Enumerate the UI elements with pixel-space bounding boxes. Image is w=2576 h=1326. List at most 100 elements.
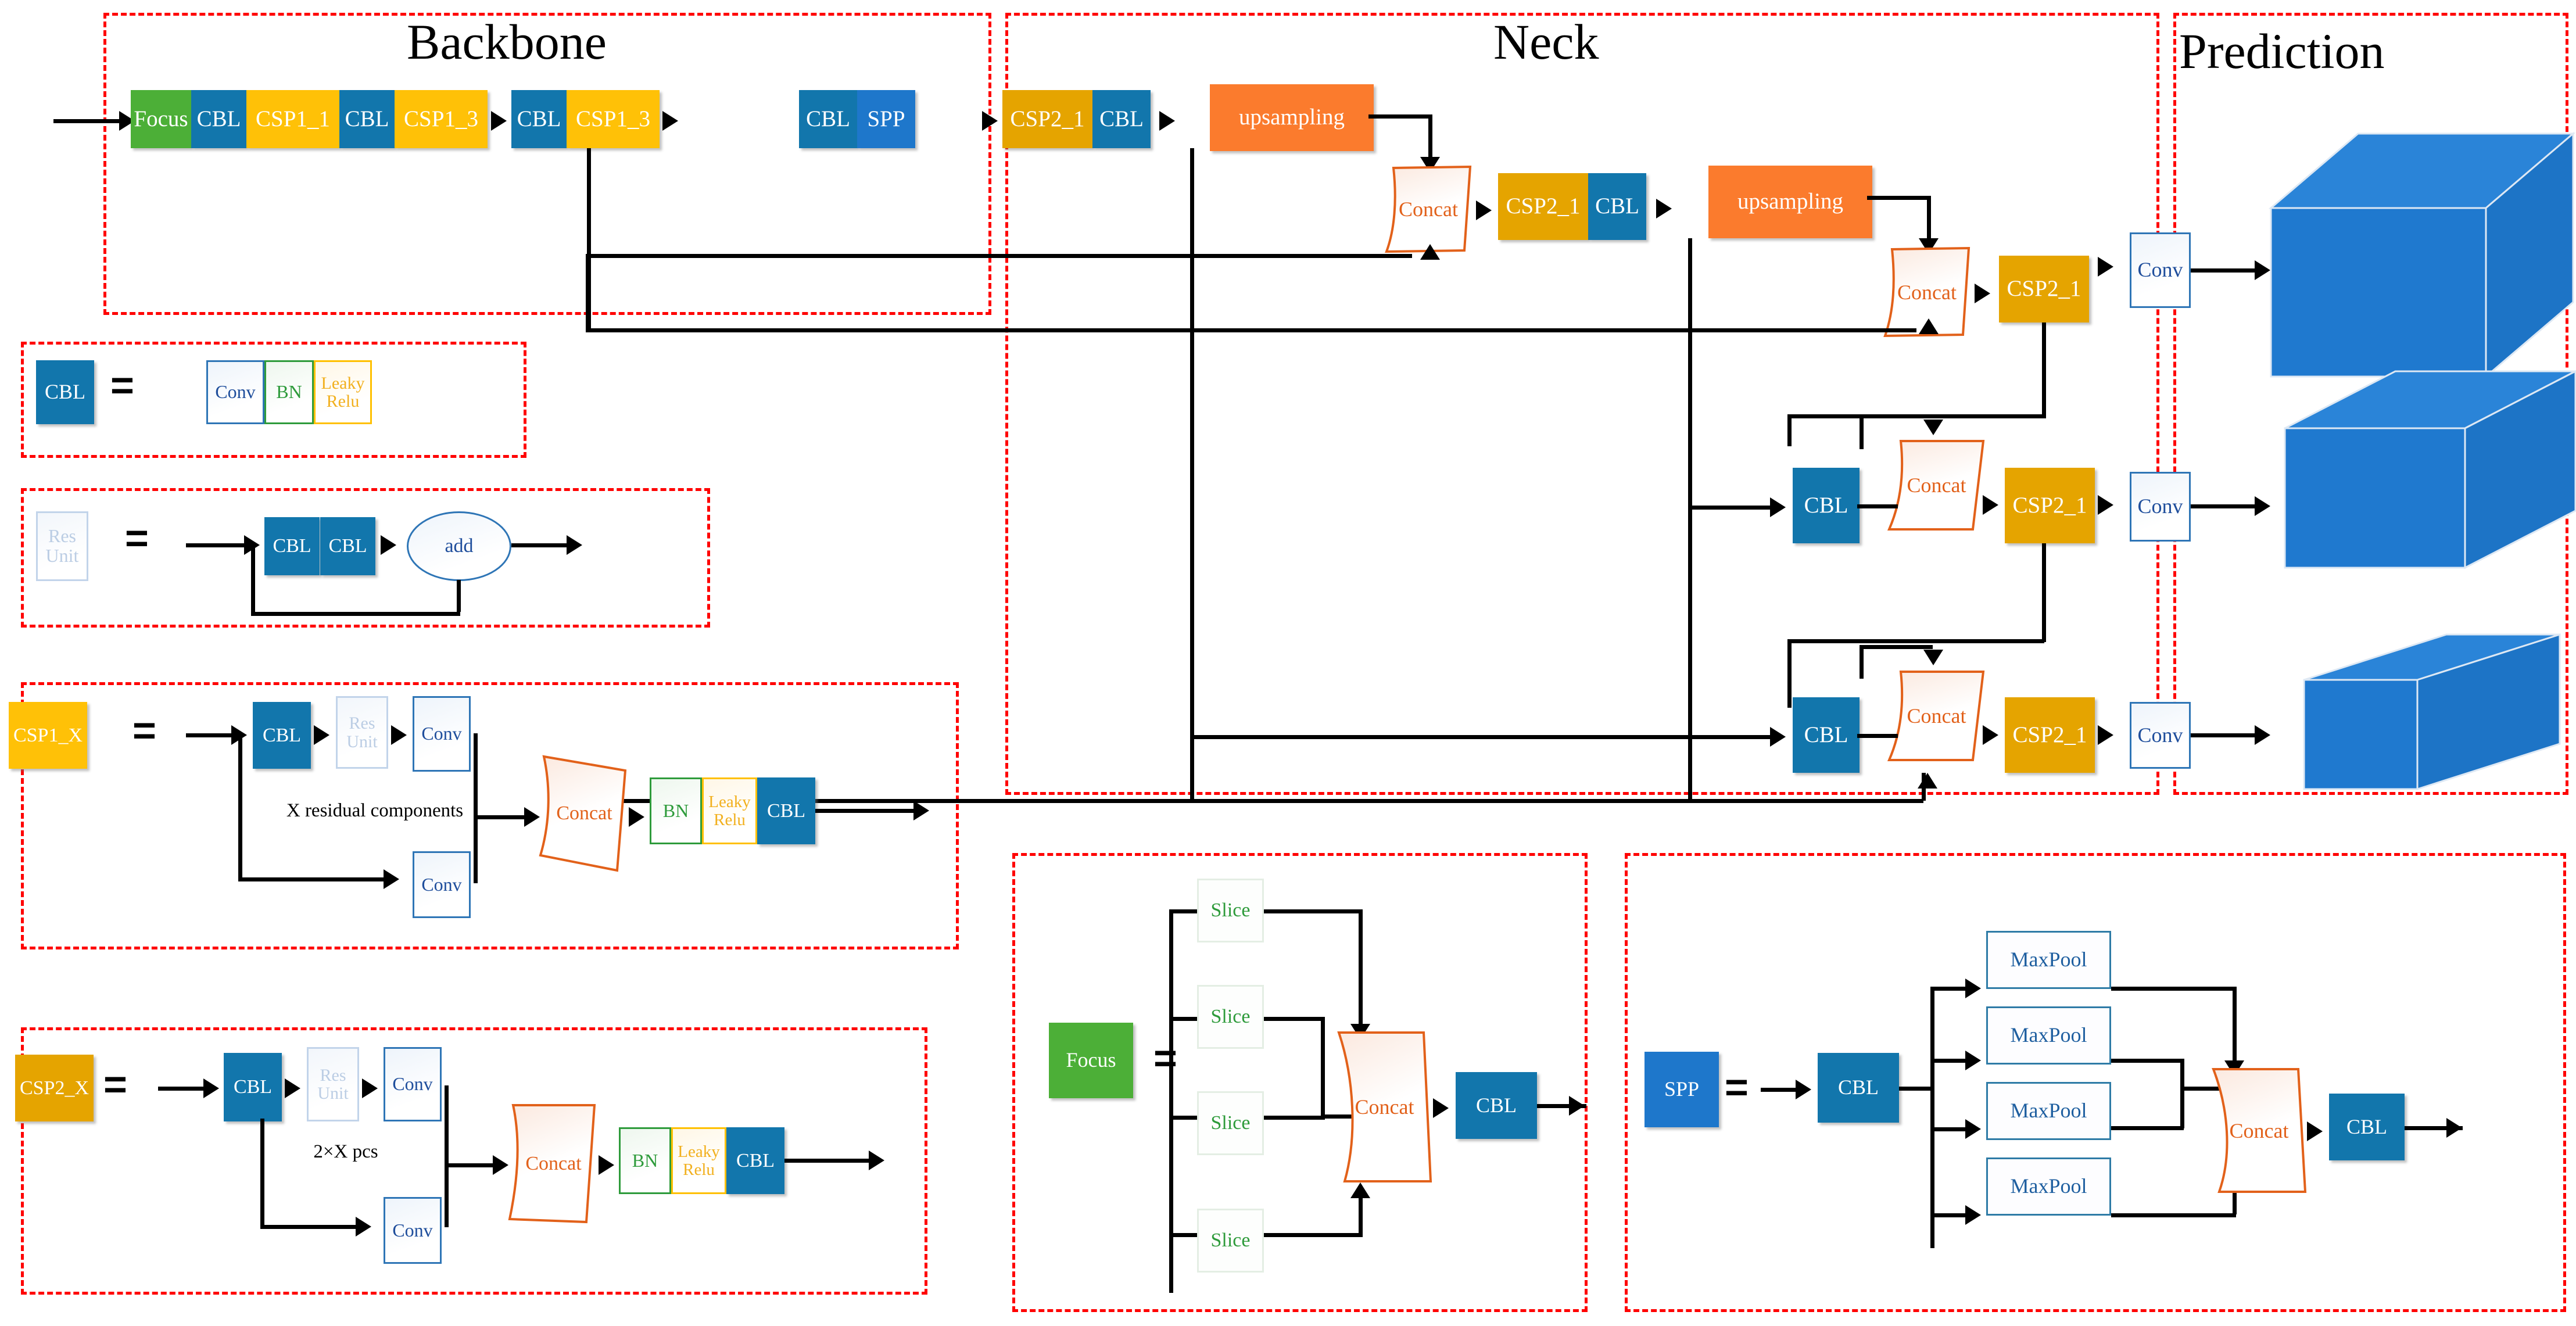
backbone-block-cbl-4[interactable]: CBL — [799, 90, 857, 148]
route-long-v — [586, 254, 590, 332]
trunk-v-1 — [1190, 148, 1194, 799]
legend-csp2x-bot-to-concat-v — [445, 1162, 449, 1227]
neck-block-upsampling-2[interactable]: upsampling — [1708, 166, 1872, 238]
legend-csp1x-res-unit-label: Res Unit — [346, 714, 378, 751]
bot-cbl-feed-h — [1190, 735, 1772, 739]
legend-csp1x-out-line — [815, 809, 920, 813]
pred-arrowhead-1 — [2255, 260, 2270, 280]
focus-legend-frame — [1012, 853, 1588, 1312]
legend-res-out-line — [511, 543, 572, 547]
botconcat-topfeed-v — [1860, 645, 1864, 679]
neck-block-csp2-1-c[interactable]: CSP2_1 — [1999, 256, 2089, 322]
legend-focus-out-h — [1537, 1104, 1586, 1108]
legend-spp-mp3-arrow — [1965, 1119, 1981, 1139]
pred-output-cube-1 — [2268, 131, 2576, 379]
neck-block-cbl-b[interactable]: CBL — [1588, 173, 1646, 240]
neck-arrow-2 — [1656, 199, 1672, 218]
neck-block-cbl-a[interactable]: CBL — [1092, 90, 1151, 148]
route-a-h — [587, 254, 1412, 258]
route-a-v — [587, 148, 591, 331]
legend-focus-slice-4-h — [1169, 1233, 1201, 1237]
legend-csp1x-branch-v — [238, 733, 242, 881]
legend-focus-s1-out-v — [1359, 909, 1363, 1031]
legend-csp2x-conv-bottom: Conv — [384, 1197, 442, 1264]
neck-concat-2-label: Concat — [1897, 280, 1957, 304]
neck-mid-block-csp2-1[interactable]: CSP2_1 — [2005, 468, 2095, 543]
neck-bot-block-cbl[interactable]: CBL — [1793, 697, 1860, 773]
legend-spp-mp1-out-h — [2111, 987, 2236, 991]
legend-focus-slice-2-h — [1169, 1017, 1201, 1021]
pred-arrow-in-2 — [2098, 495, 2113, 515]
legend-spp-equals: = — [1725, 1065, 1749, 1110]
bot-cbl-feed-arrow — [1770, 727, 1786, 747]
bottom-long-feed-v — [1922, 773, 1926, 801]
legend-spp-mp1-h — [1930, 987, 1970, 991]
neck-arrow-1 — [1159, 111, 1175, 131]
legend-csp2x-branch-h — [260, 1225, 359, 1229]
legend-csp2x-leaky-relu-label: Leaky Relu — [678, 1142, 720, 1179]
neck-block-upsampling-1[interactable]: upsampling — [1210, 84, 1374, 151]
legend-csp2x-top-to-concat-v — [445, 1085, 449, 1166]
pred-conv-3[interactable]: Conv — [2130, 702, 2191, 769]
pred-arrow-in-3 — [2098, 725, 2113, 745]
neck-bot-block-csp2-1[interactable]: CSP2_1 — [2005, 697, 2095, 773]
legend-focus-s3-out-h — [1264, 1116, 1325, 1120]
backbone-block-cbl-3[interactable]: CBL — [511, 90, 567, 148]
pred-conv-1[interactable]: Conv — [2130, 232, 2191, 308]
legend-cbl-leaky-relu: Leaky Relu — [314, 360, 372, 424]
legend-spp-maxpool-2: MaxPool — [1986, 1006, 2111, 1065]
legend-focus-s2-out-h — [1264, 1017, 1325, 1021]
legend-focus-s2-out-v — [1321, 1017, 1325, 1117]
legend-spp-cbl-in: CBL — [1818, 1053, 1899, 1123]
pred-conv-2[interactable]: Conv — [2130, 472, 2191, 542]
neck-block-csp2-1-b[interactable]: CSP2_1 — [1498, 173, 1588, 240]
neck-concat-4[interactable]: Concat — [1886, 669, 1987, 762]
mid-cbl-feed-h — [1688, 506, 1772, 510]
neck-mid-block-cbl[interactable]: CBL — [1793, 468, 1860, 543]
backbone-block-cbl-2[interactable]: CBL — [339, 90, 395, 148]
legend-spp-mp4-out-v — [2233, 1174, 2237, 1214]
legend-cbl-conv: Conv — [206, 360, 264, 424]
legend-csp1x-note-label: X residual components — [286, 800, 464, 821]
pred-output-cube-2 — [2284, 370, 2576, 585]
legend-res-cbl-2: CBL — [320, 517, 375, 575]
legend-focus-slice-1: Slice — [1197, 879, 1264, 942]
neck-concat-1[interactable]: Concat — [1382, 165, 1475, 253]
legend-csp2x-out-line — [784, 1159, 875, 1163]
legend-spp-maxpool-4: MaxPool — [1986, 1157, 2111, 1216]
mid-cbl-to-concat-h — [1857, 504, 1898, 508]
legend-cbl-leaky-relu-label: Leaky Relu — [321, 373, 365, 411]
neck-concat-2[interactable]: Concat — [1880, 246, 1973, 338]
legend-focus-concat: Concat — [1337, 1031, 1432, 1182]
up1-to-concat1-h — [1368, 114, 1432, 119]
legend-csp2x-cbl-out: CBL — [726, 1127, 784, 1194]
csp2mid-down-h — [1787, 639, 2044, 643]
neck-concat-3[interactable]: Concat — [1886, 439, 1987, 532]
legend-csp1x-conv-top: Conv — [413, 696, 471, 772]
legend-focus-out-arrow — [1569, 1096, 1585, 1116]
legend-spp-mp3-h — [1930, 1127, 1970, 1131]
midconcat-topfeed-v — [1860, 414, 1864, 449]
legend-res-add: add — [407, 511, 511, 581]
backbone-block-csp1-3a[interactable]: CSP1_3 — [395, 90, 488, 148]
bot-cbl-to-concat-h — [1857, 734, 1898, 738]
backbone-block-spp[interactable]: SPP — [857, 90, 915, 148]
neck-block-csp2-1-a[interactable]: CSP2_1 — [1002, 90, 1092, 148]
backbone-block-cbl-1[interactable]: CBL — [191, 90, 246, 148]
legend-csp2x-in-arrow — [203, 1078, 219, 1098]
pred-arrowhead-3 — [2255, 725, 2270, 745]
legend-csp1x-arrow-2 — [391, 725, 407, 745]
legend-focus-slice-2: Slice — [1197, 985, 1264, 1049]
pred-arrow-in-1 — [2098, 257, 2113, 277]
backbone-block-csp1-1[interactable]: CSP1_1 — [246, 90, 339, 148]
legend-csp2x-res-unit-label: Res Unit — [317, 1065, 349, 1103]
legend-csp1x-branch-h — [238, 877, 386, 881]
legend-focus-cbl: CBL — [1456, 1072, 1537, 1139]
legend-csp1x-bot-to-concat-v — [474, 813, 478, 883]
csp2x-legend-frame — [21, 1027, 927, 1295]
legend-csp1x-equals: = — [132, 708, 156, 753]
backbone-block-focus[interactable]: Focus — [131, 90, 191, 148]
backbone-block-csp1-3b[interactable]: CSP1_3 — [567, 90, 660, 148]
legend-spp-mp1-out-v — [2233, 987, 2237, 1068]
